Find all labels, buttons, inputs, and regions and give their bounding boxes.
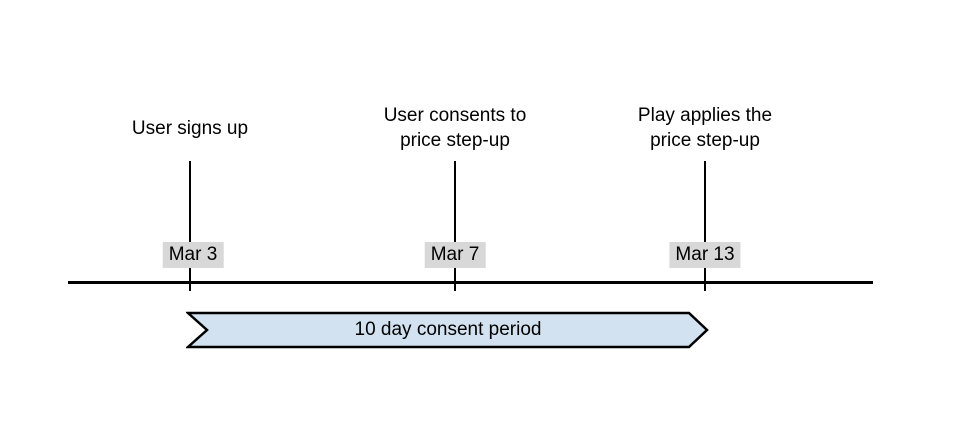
event-tick-apply	[704, 161, 706, 291]
event-tick-consent	[454, 161, 456, 291]
consent-period-banner: 10 day consent period	[186, 310, 710, 350]
event-tick-signup	[189, 161, 191, 291]
event-title-consent: User consents to price step-up	[383, 105, 527, 151]
event-date-consent: Mar 7	[424, 242, 486, 268]
timeline-axis	[68, 281, 873, 284]
event-title-signup: User signs up	[131, 117, 249, 139]
event-date-apply: Mar 13	[669, 242, 741, 268]
consent-period-label: 10 day consent period	[354, 319, 542, 340]
event-date-signup: Mar 3	[162, 242, 224, 268]
event-title-apply: Play applies the price step-up	[637, 105, 773, 151]
consent-period-arrow-shape	[186, 311, 709, 349]
